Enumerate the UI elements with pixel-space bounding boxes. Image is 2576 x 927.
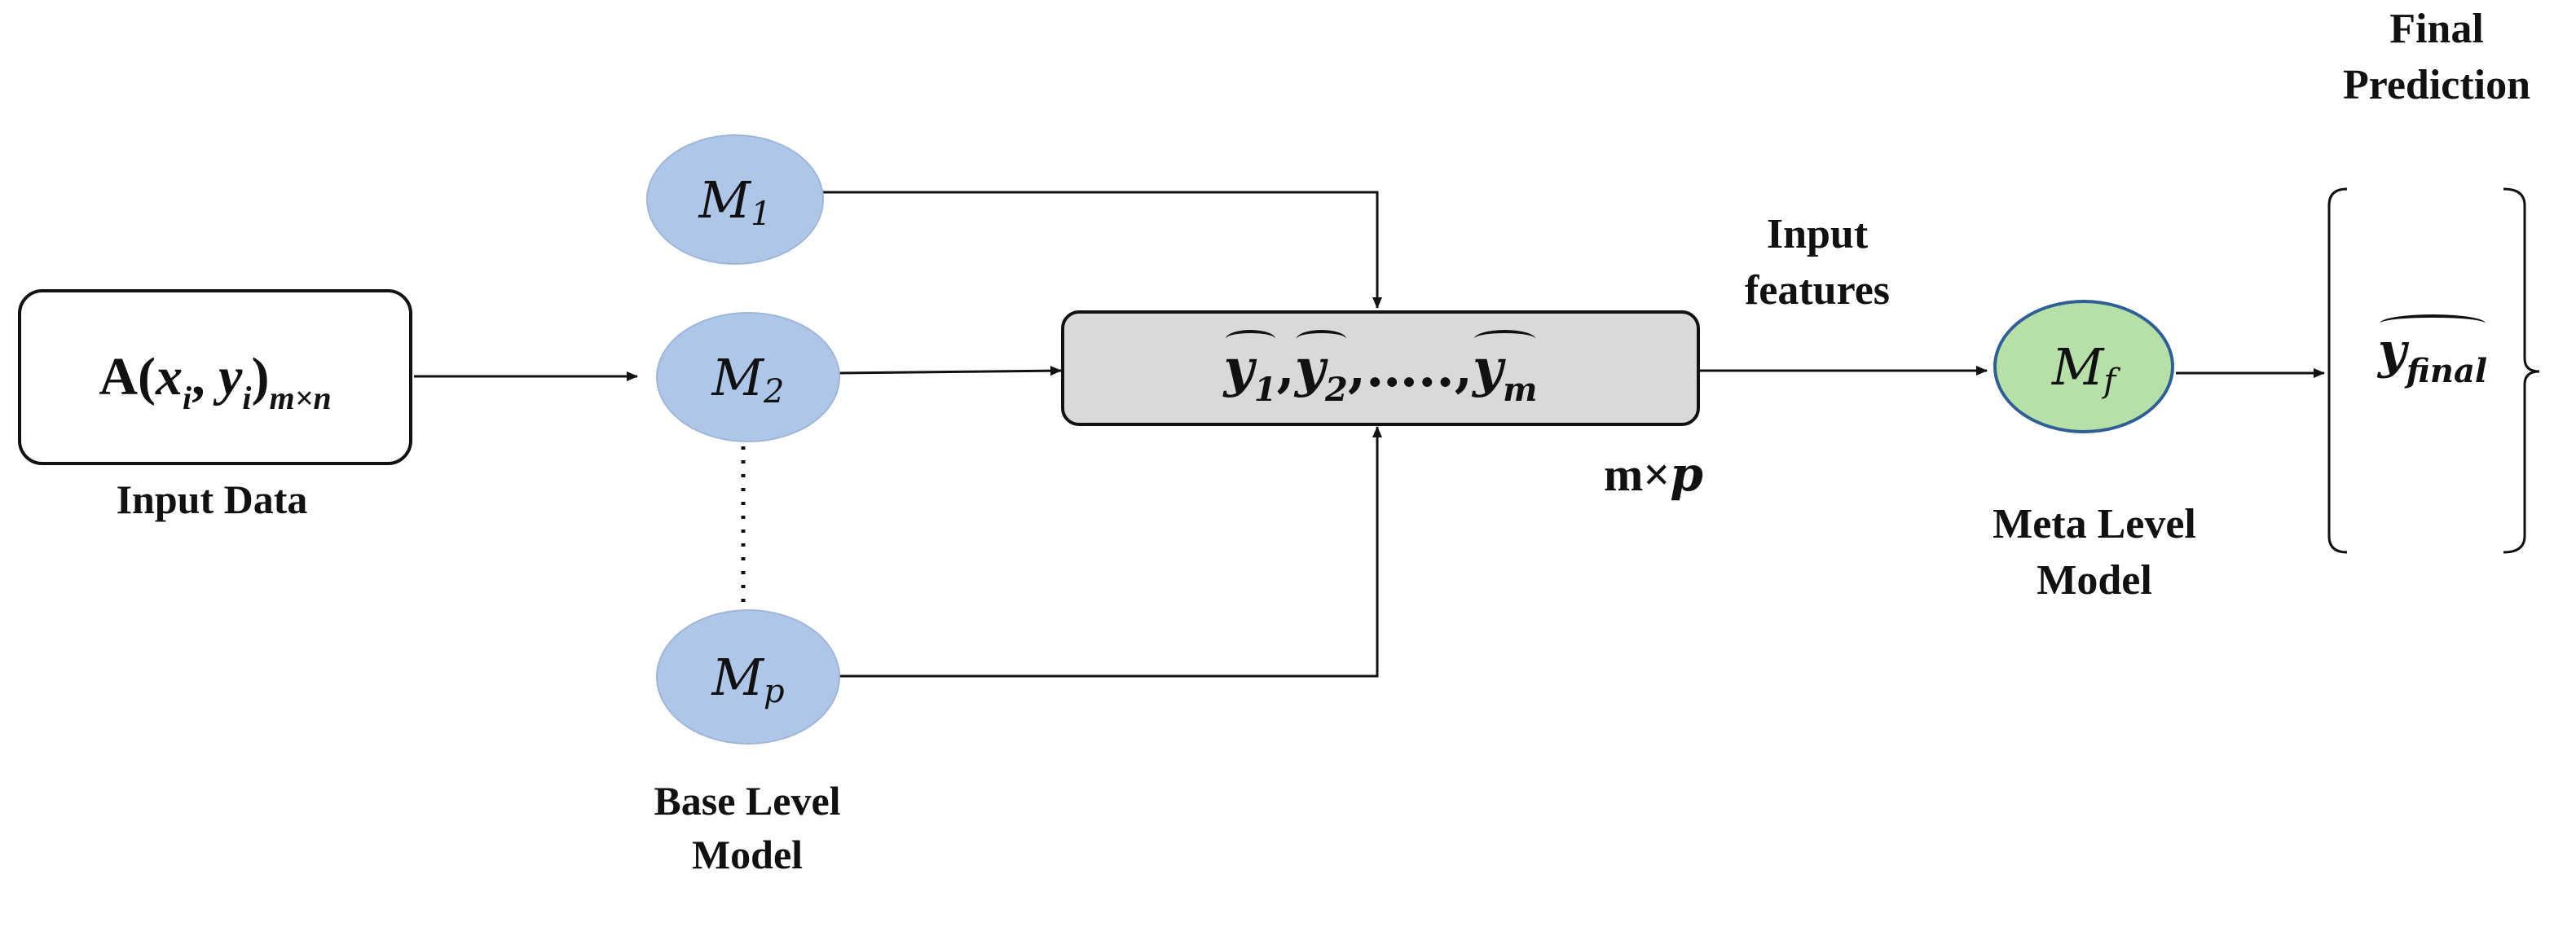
input-data-caption: Input Data	[116, 477, 308, 522]
final-right-bracket	[2503, 187, 2540, 554]
input-features-label: Input features	[1744, 211, 1891, 314]
base-predictions-box: y1 , y2 ,….., ym	[1061, 310, 1700, 426]
prediction-ym: ym	[1472, 329, 1538, 409]
final-prediction-value: yfinal	[2377, 314, 2488, 390]
input-formula: A(xi, yi)m×n	[99, 347, 332, 416]
final-left-bracket	[2327, 187, 2348, 554]
arrow-m2-to-predictions	[839, 366, 1062, 376]
prediction-y1: y1	[1223, 329, 1277, 409]
base-level-caption: Base Level Model	[654, 778, 841, 877]
input-data-box: A(xi, yi)m×n	[18, 289, 412, 465]
meta-level-caption: Meta Level Model	[1993, 501, 2196, 604]
arrow-mp-to-predictions	[839, 426, 1382, 678]
arrow-m1-to-predictions	[823, 191, 1382, 309]
final-prediction-title: Final Prediction	[2342, 6, 2531, 108]
predictions-dimension: m×p	[1604, 446, 1703, 502]
prediction-y2: y2	[1294, 329, 1348, 409]
